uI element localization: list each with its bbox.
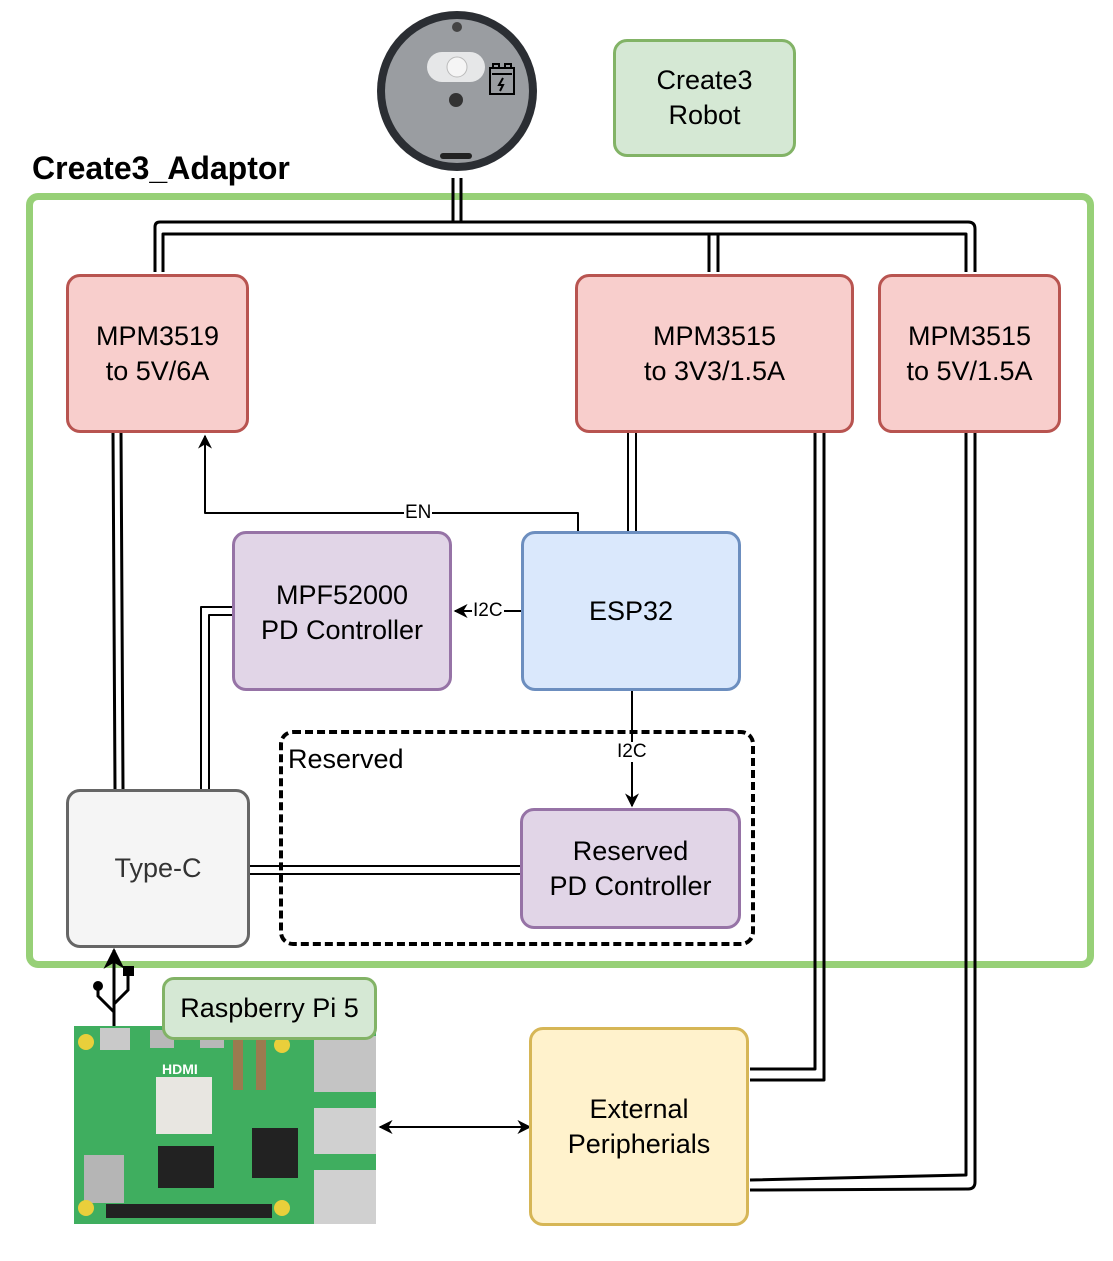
i2c-reserved-label: I2C <box>616 741 648 762</box>
create3-robot-node: Create3 Robot <box>613 39 796 157</box>
type-c-node: Type-C <box>66 789 250 948</box>
typec-to-reserved-pd-wire <box>249 865 521 875</box>
mpm3515-3v3-to-esp32-wire <box>627 432 637 532</box>
mpm3515-3v3-to-peripherals-wire <box>750 432 826 1082</box>
robot-vacuum-image <box>377 11 537 171</box>
mpm3519-node: MPM3519 to 5V/6A <box>66 274 249 433</box>
raspberry-pi-board-image: HDMI <box>74 1026 376 1224</box>
mpm3515-3v3-node: MPM3515 to 3V3/1.5A <box>575 274 854 433</box>
raspberry-pi-label: Raspberry Pi 5 <box>162 977 377 1040</box>
i2c-mpf52000-label: I2C <box>472 600 504 621</box>
mpf52000-to-typec-wire <box>200 606 233 789</box>
mpf52000-node: MPF52000 PD Controller <box>232 531 452 691</box>
mpm3519-to-typec-wire <box>111 431 125 790</box>
reserved-group <box>279 730 755 946</box>
reserved-pd-node: Reserved PD Controller <box>520 808 741 929</box>
container-title: Create3_Adaptor <box>32 150 290 186</box>
mpm3515-5v-to-peripherals-wire <box>749 432 977 1192</box>
mpm3515-5v-node: MPM3515 to 5V/1.5A <box>878 274 1061 433</box>
robot-power-bus <box>153 178 977 272</box>
external-peripherals-node: External Peripherials <box>529 1027 749 1226</box>
en-signal-line <box>198 434 579 532</box>
battery-icon <box>489 63 515 95</box>
reserved-group-label: Reserved <box>288 744 404 774</box>
esp32-node: ESP32 <box>521 531 741 691</box>
en-label: EN <box>404 502 433 523</box>
create3-adaptor-container <box>26 193 1094 968</box>
svg-text:HDMI: HDMI <box>162 1061 198 1077</box>
